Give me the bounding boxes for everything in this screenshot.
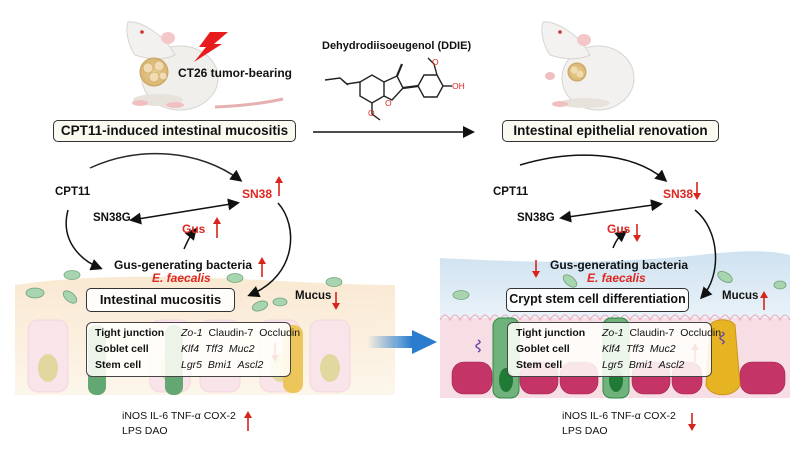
inflammation-down-icon <box>688 413 696 431</box>
right-state-box: Crypt stem cell differentiation <box>506 288 689 312</box>
left-inflammation-line2: LPS DAO <box>122 425 168 437</box>
sn38-up-icon <box>275 176 283 196</box>
right-bacteria-label: Gus-generating bacteria <box>550 258 689 272</box>
tumor-bearing-label: CT26 tumor-bearing <box>178 66 293 80</box>
methoxy-oxygen-bottom: O <box>368 108 375 118</box>
right-mucus-label: Mucus <box>722 290 759 302</box>
mucus-up-icon <box>760 291 768 310</box>
left-pathway-arrows <box>65 152 292 298</box>
renovation-box: Intestinal epithelial renovation <box>502 120 719 142</box>
right-inflammation-line1: iNOS IL-6 TNF-α COX-2 <box>562 410 676 422</box>
left-species-label: E. faecalis <box>152 271 211 285</box>
left-marker-box: Tight junction Zo-1 Claudin-7 Occludin G… <box>86 322 300 377</box>
compound-oh: OH <box>452 81 465 91</box>
right-inflammation-line2: LPS DAO <box>562 425 608 437</box>
gus-up-icon <box>213 217 221 238</box>
right-species-label: E. faecalis <box>587 271 646 285</box>
left-bacteria-label: Gus-generating bacteria <box>114 258 253 272</box>
right-gus-label: Gus <box>607 222 631 236</box>
tumor-icon <box>139 57 169 87</box>
inflammation-up-icon <box>244 411 252 431</box>
sn38-down-icon <box>693 182 701 200</box>
right-cpt11-label: CPT11 <box>493 186 529 198</box>
lightning-icon <box>194 32 228 62</box>
gus-down-icon <box>633 224 641 242</box>
left-mucus-label: Mucus <box>295 290 332 302</box>
left-inflammation-line1: iNOS IL-6 TNF-α COX-2 <box>122 410 236 422</box>
mouse-left-illustration <box>126 21 284 111</box>
mucus-down-icon <box>332 292 340 310</box>
mouse-right-illustration <box>541 21 635 111</box>
right-sn38-label: SN38 <box>663 187 694 201</box>
methoxy-oxygen-top: O <box>432 57 439 67</box>
right-sn38g-label: SN38G <box>517 212 555 224</box>
ddie-structure <box>324 57 452 121</box>
left-sn38-label: SN38 <box>242 187 273 201</box>
left-cpt11-label: CPT11 <box>55 186 91 198</box>
bacteria-up-icon <box>258 257 266 277</box>
right-marker-box: Tight junction Zo-1 Claudin-7 Occludin G… <box>507 322 721 377</box>
tumor-small-icon <box>567 62 587 82</box>
mucositis-model-box: CPT11-induced intestinal mucositis <box>53 120 296 142</box>
ring-oxygen: O <box>385 98 392 108</box>
transition-arrow <box>367 330 437 354</box>
tight-junction-icons <box>475 331 725 353</box>
left-state-box: Intestinal mucositis <box>86 288 235 312</box>
bacteria-right <box>452 271 787 300</box>
left-sn38g-label: SN38G <box>93 212 131 224</box>
bacteria-down-icon <box>532 260 540 278</box>
bacteria-left <box>25 270 343 312</box>
compound-title: Dehydrodiisoeugenol (DDIE) <box>322 40 472 52</box>
left-gus-label: Gus <box>182 222 206 236</box>
right-pathway-arrows <box>519 154 717 300</box>
